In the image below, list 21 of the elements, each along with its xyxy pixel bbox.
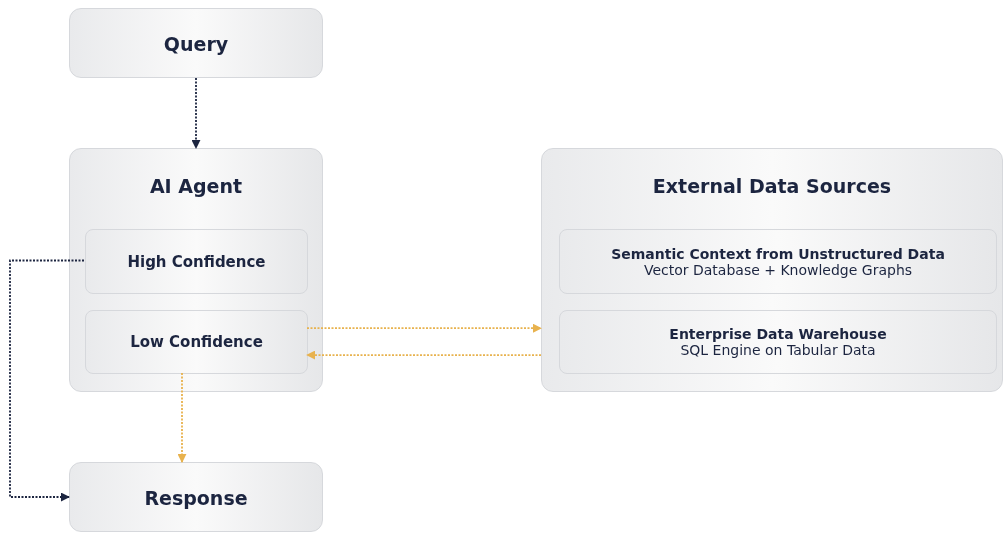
box-title: Low Confidence [130, 333, 263, 351]
group-box [69, 148, 323, 392]
box-label: Response [143, 486, 249, 511]
sub-box [559, 310, 997, 374]
sub-box [85, 310, 308, 374]
box-subtitle: Vector Database + Knowledge Graphs [643, 261, 913, 278]
sub-box [559, 229, 997, 294]
group-title: External Data Sources [651, 175, 893, 197]
arrow [191, 77, 201, 149]
group-title: AI Agent [148, 175, 244, 197]
arrow [9, 259, 85, 502]
box-subtitle: SQL Engine on Tabular Data [680, 342, 876, 358]
box-title: Enterprise Data Warehouse [669, 326, 887, 342]
group-box [541, 148, 1003, 392]
sub-box [85, 229, 308, 294]
process-box [69, 8, 323, 78]
box-title: Semantic Context from Unstructured Data [611, 245, 945, 262]
box-label: Query [162, 32, 230, 57]
arrow [306, 350, 542, 360]
box-title: High Confidence [127, 252, 266, 271]
process-box [69, 462, 323, 532]
